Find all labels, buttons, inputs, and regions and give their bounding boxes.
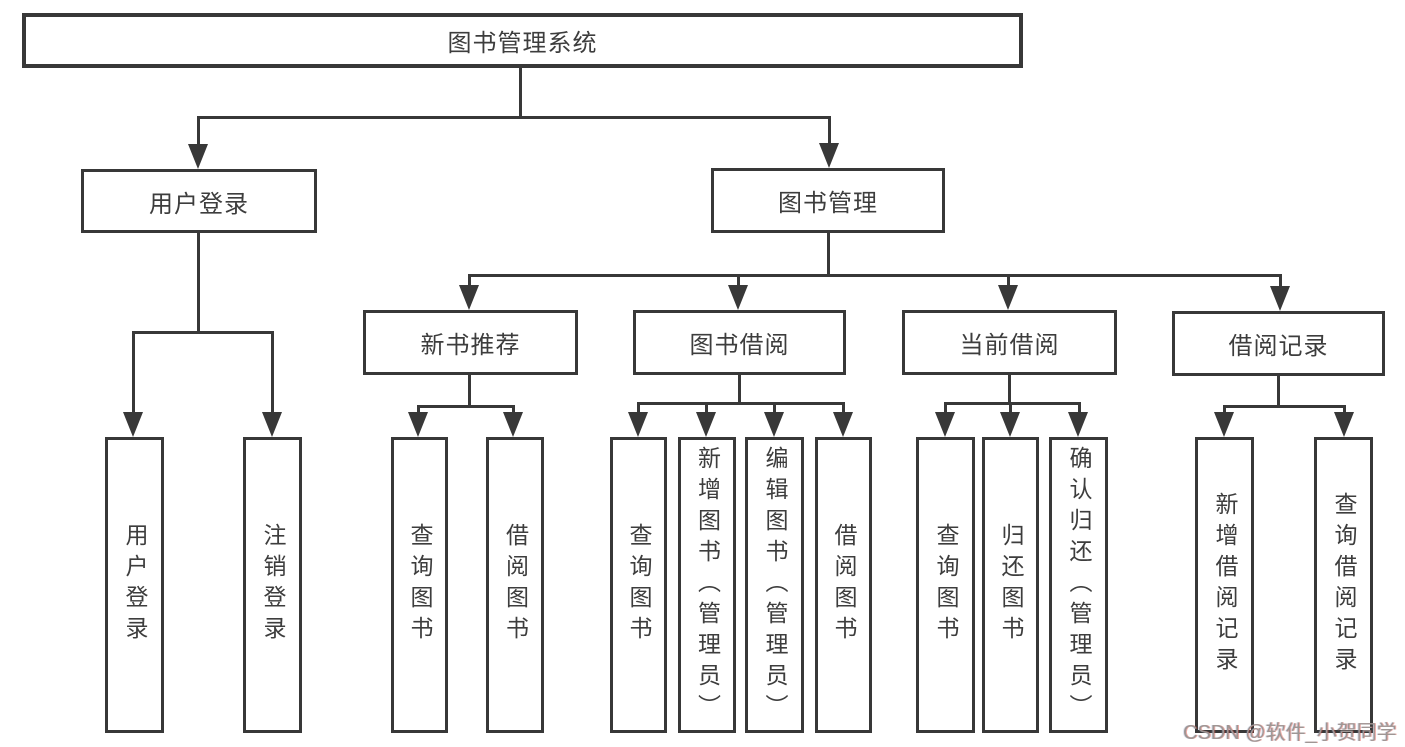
connector-current-borrow-stub: [1008, 375, 1011, 405]
leaf-br-add-record: 新增借阅记录: [1195, 437, 1254, 733]
node-root-system: 图书管理系统: [22, 13, 1023, 68]
leaf-user-login: 用户登录: [105, 437, 164, 733]
connector-root-rail: [197, 116, 831, 119]
leaf-cb-query-books-label: 查询图书: [933, 523, 959, 647]
leaf-cb-confirm-return-admin-label: 确认归还（管理员）: [1066, 445, 1092, 725]
connector-current-borrow-drop-1: [944, 402, 947, 414]
leaf-br-query-record: 查询借阅记录: [1314, 437, 1373, 733]
leaf-br-add-record-label: 新增借阅记录: [1212, 492, 1238, 678]
leaf-bb-add-books-admin: 新增图书（管理员）: [678, 437, 736, 733]
connector-root-drop-right: [828, 116, 831, 145]
arrowhead-cb-query: [935, 412, 955, 437]
connector-new-book-rec-drop-1: [417, 405, 420, 415]
leaf-nb-borrow-books: 借阅图书: [486, 437, 544, 733]
arrowhead-borrow-record: [1270, 286, 1290, 311]
connector-new-book-rec-rail: [417, 405, 515, 408]
arrowhead-new-book-rec: [459, 285, 479, 310]
leaf-logout-label: 注销登录: [260, 523, 286, 647]
connector-user-login-drop-left: [132, 331, 135, 413]
leaf-bb-edit-books-admin: 编辑图书（管理员）: [745, 437, 804, 733]
connector-borrow-record-drop-1: [1223, 405, 1226, 415]
node-book-mgmt-label: 图书管理: [778, 190, 878, 217]
connector-book-borrow-stub: [738, 375, 741, 405]
arrowhead-nb-borrow: [503, 412, 523, 437]
connector-drop-book-borrow: [737, 274, 740, 288]
node-borrow-record-label: 借阅记录: [1228, 333, 1329, 360]
arrowhead-nb-query: [408, 412, 428, 437]
leaf-bb-borrow-books-label: 借阅图书: [831, 523, 857, 647]
arrowhead-br-add: [1214, 412, 1234, 437]
connector-book-mgmt-rail: [468, 274, 1282, 277]
node-book-mgmt: 图书管理: [711, 168, 945, 233]
node-user-login-label: 用户登录: [149, 190, 249, 218]
arrowhead-bb-query: [628, 412, 648, 437]
arrowhead-leaf-user-login: [123, 412, 143, 437]
arrowhead-bb-add: [696, 412, 716, 437]
leaf-cb-return-books-label: 归还图书: [998, 523, 1024, 647]
arrowhead-current-borrow: [998, 285, 1018, 310]
leaf-bb-borrow-books: 借阅图书: [815, 437, 872, 733]
arrowhead-bb-borrow: [833, 412, 853, 437]
leaf-cb-query-books: 查询图书: [916, 437, 975, 733]
connector-book-borrow-drop-3: [773, 402, 776, 414]
node-book-borrow: 图书借阅: [633, 310, 846, 375]
connector-drop-current-borrow: [1007, 274, 1010, 288]
arrowhead-user-login: [188, 144, 208, 169]
connector-borrow-record-rail: [1223, 405, 1346, 408]
connector-root-stub: [519, 66, 522, 118]
connector-user-login-rail: [132, 331, 274, 334]
connector-new-book-rec-drop-2: [512, 405, 515, 415]
node-book-borrow-label: 图书借阅: [689, 332, 790, 359]
node-new-book-rec-label: 新书推荐: [420, 332, 521, 359]
connector-user-login-stub: [197, 232, 200, 334]
leaf-cb-confirm-return-admin: 确认归还（管理员）: [1049, 437, 1108, 733]
connector-current-borrow-drop-2: [1009, 402, 1012, 414]
node-borrow-record: 借阅记录: [1172, 311, 1385, 376]
node-current-borrow-label: 当前借阅: [959, 332, 1060, 359]
connector-new-book-rec-stub: [468, 375, 471, 408]
leaf-nb-query-books-label: 查询图书: [407, 523, 433, 647]
leaf-bb-query-books: 查询图书: [610, 437, 667, 733]
connector-book-borrow-drop-4: [842, 402, 845, 414]
connector-drop-borrow-record: [1279, 274, 1282, 288]
leaf-cb-return-books: 归还图书: [982, 437, 1039, 733]
arrowhead-book-borrow: [728, 285, 748, 310]
connector-borrow-record-drop-2: [1343, 405, 1346, 415]
arrowhead-book-mgmt: [819, 143, 839, 168]
leaf-bb-edit-books-admin-label: 编辑图书（管理员）: [762, 445, 788, 725]
connector-book-borrow-rail: [637, 402, 845, 405]
connector-borrow-record-stub: [1277, 376, 1280, 408]
connector-book-borrow-drop-2: [705, 402, 708, 414]
leaf-nb-query-books: 查询图书: [391, 437, 448, 733]
connector-current-borrow-drop-3: [1078, 402, 1081, 414]
leaf-br-query-record-label: 查询借阅记录: [1331, 492, 1357, 678]
arrowhead-leaf-logout: [262, 412, 282, 437]
arrowhead-bb-edit: [764, 412, 784, 437]
leaf-user-login-label: 用户登录: [122, 523, 148, 647]
node-user-login: 用户登录: [81, 169, 317, 233]
node-new-book-rec: 新书推荐: [363, 310, 578, 375]
connector-book-borrow-drop-1: [637, 402, 640, 414]
node-root-label: 图书管理系统: [447, 30, 598, 57]
arrowhead-br-query: [1334, 412, 1354, 437]
connector-root-drop-left: [197, 116, 200, 146]
leaf-bb-query-books-label: 查询图书: [626, 523, 652, 647]
connector-book-mgmt-stub: [827, 233, 830, 277]
csdn-watermark: CSDN @软件_小贺同学: [1183, 722, 1397, 744]
leaf-bb-add-books-admin-label: 新增图书（管理员）: [694, 445, 721, 725]
leaf-nb-borrow-books-label: 借阅图书: [502, 523, 529, 647]
node-current-borrow: 当前借阅: [902, 310, 1117, 375]
connector-current-borrow-rail: [944, 402, 1081, 405]
leaf-logout: 注销登录: [243, 437, 302, 733]
connector-user-login-drop-right: [271, 331, 274, 413]
arrowhead-cb-return: [1000, 412, 1020, 437]
arrowhead-cb-confirm: [1068, 412, 1088, 437]
connector-drop-new-book-rec: [468, 274, 471, 288]
